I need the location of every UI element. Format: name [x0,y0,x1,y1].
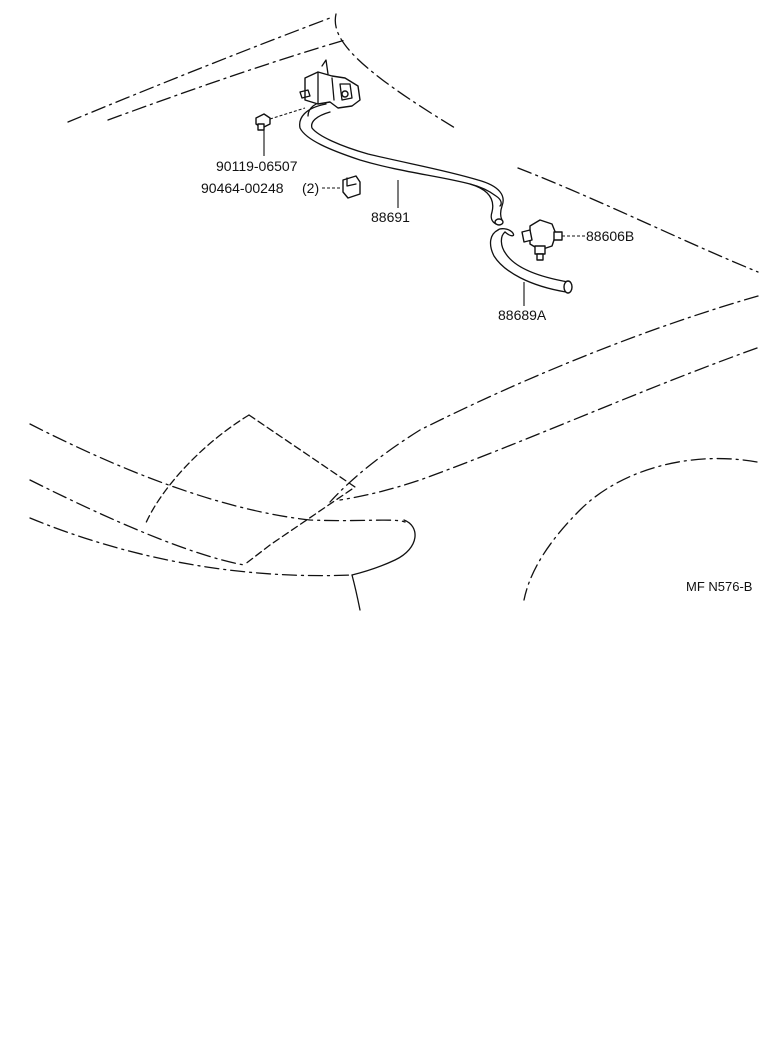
clip-icon [322,175,361,199]
hose-88689A [489,228,573,306]
part-label-valve: 88606B [586,228,634,244]
part-label-hose: 88689A [498,307,547,323]
part-label-clip-qty: (2) [302,180,319,196]
screw-icon [255,107,306,156]
check-valve-icon [521,219,585,261]
part-label-hose-assembly: 88691 [371,209,410,225]
part-label-clip-group: 90464-00248 (2) [201,180,319,196]
part-label-clip: 90464-00248 [201,180,284,196]
part-label-screw: 90119-06507 [216,158,298,174]
hose-assembly-88691 [299,99,504,226]
washer-nozzle-bracket [299,59,361,109]
figure-code: MF N576-B [686,579,752,594]
vehicle-body-outline [29,13,759,611]
